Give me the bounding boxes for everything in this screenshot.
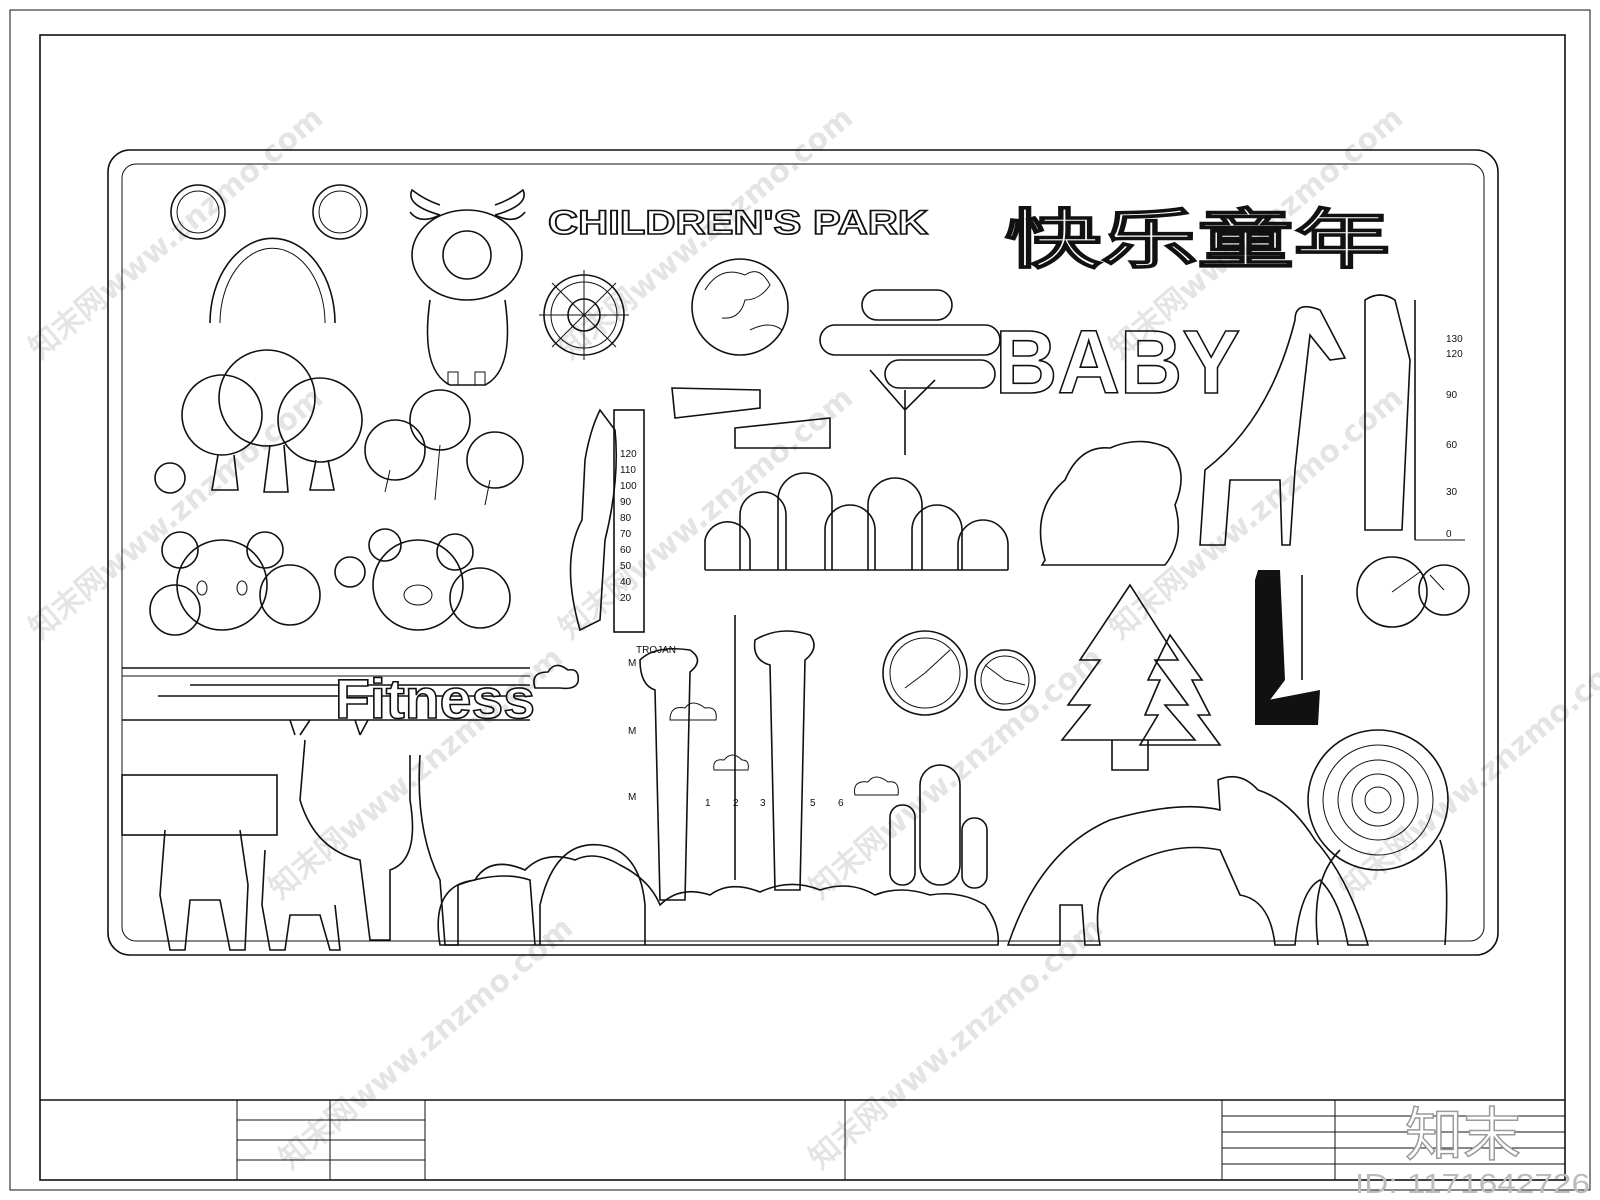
ruler-right-label: 120 [1446, 349, 1463, 360]
watermark-text: 知末网www.znzmo.com [803, 910, 1110, 1176]
ruler-left-label: 70 [620, 529, 632, 540]
ruler-right-label: 130 [1446, 334, 1463, 345]
clock-pair-right [1356, 556, 1470, 628]
fan-umbrellas [364, 389, 524, 506]
fitness-stripes [122, 667, 530, 721]
ruler-left-label: 90 [620, 497, 632, 508]
clock-pair-center [882, 630, 1036, 716]
spiral-snail [1307, 729, 1449, 946]
sheet-inner-border [39, 34, 1566, 1181]
watermark-text: 知末网www.znzmo.com [803, 640, 1110, 906]
stripe-bars [671, 387, 831, 449]
ruler-right-label: 30 [1446, 487, 1458, 498]
ship-wheel [539, 270, 629, 360]
fitness-cloud [533, 664, 580, 690]
title-block [40, 1099, 1565, 1180]
ruler-labels-left: 120 110 100 90 80 70 60 50 40 20 [620, 449, 637, 604]
watermark-id: ID: 1171642726 [1355, 1168, 1590, 1199]
zebra-giraffe-ruler [1255, 570, 1320, 725]
sheet-outer-border [9, 9, 1591, 1191]
trojan-label: TROJAN [636, 645, 676, 656]
watermark-text: 知末网www.znzmo.com [23, 100, 330, 366]
growth-digit: 1 [705, 798, 711, 809]
ruler-left-label: 110 [620, 465, 636, 476]
ruler-right-label: 0 [1446, 529, 1452, 540]
ruler-right-label: 60 [1446, 440, 1458, 451]
ruler-left-label: 60 [620, 545, 632, 556]
ruler-left-label: 50 [620, 561, 632, 572]
baby-lettering: BABY [995, 313, 1240, 413]
ruler-m-mark: M [628, 658, 636, 669]
round-trees [154, 349, 363, 494]
watermark-text: 知末网www.znzmo.com [1333, 640, 1600, 906]
antler-bear [409, 188, 526, 386]
ruler-left-label: 80 [620, 513, 632, 524]
bubble-base [437, 855, 1000, 946]
cactus-pillars [889, 764, 988, 889]
ruler-left-label: 40 [620, 577, 632, 588]
giraffe-bridge [1006, 775, 1370, 946]
wall-panel-outer [107, 149, 1499, 956]
happy-childhood-title: 快乐童年 [1005, 204, 1390, 276]
watermark-logo: 知末 [1405, 1101, 1521, 1169]
ruler-left-label: 100 [620, 481, 637, 492]
ruler-right-label: 90 [1446, 390, 1458, 401]
giraffe-ruler-right [1364, 294, 1465, 541]
ruler-left-label: 20 [620, 593, 632, 604]
globe-bear [691, 258, 789, 356]
growth-digit: 5 [810, 798, 816, 809]
growth-digit: 2 [733, 798, 739, 809]
pine-trees [1060, 583, 1222, 771]
giraffe-height-ruler [569, 408, 645, 633]
mouse-ear-arch [170, 184, 368, 324]
growth-digit: 6 [838, 798, 844, 809]
growth-digits: 1 2 3 5 6 [705, 798, 844, 809]
watermark-text: 知末网www.znzmo.com [23, 380, 330, 646]
ruler-m-mark: M [628, 726, 636, 737]
rainbow-arches [704, 472, 1009, 571]
ruler-m-marks: M M M [628, 658, 636, 803]
arch-dome [539, 843, 646, 945]
childrens-park-title: CHILDREN'S PARK [548, 204, 929, 242]
watermark-text: 知末网www.znzmo.com [273, 910, 580, 1176]
growth-digit: 3 [760, 798, 766, 809]
deer-group [121, 719, 536, 951]
pill-tree [819, 289, 1001, 455]
polar-bear-silhouette [1039, 440, 1182, 566]
tall-giraffe-silhouette [1199, 305, 1347, 546]
giraffe-pair [639, 615, 899, 901]
koala-face [334, 528, 511, 631]
wall-panel-inner [121, 163, 1485, 942]
panda-face [149, 531, 321, 636]
watermark-text: 知末网www.znzmo.com [553, 380, 860, 646]
ruler-left-label: 120 [620, 449, 637, 460]
ruler-labels-right: 130 120 90 60 30 0 [1446, 334, 1463, 540]
ruler-m-mark: M [628, 792, 636, 803]
